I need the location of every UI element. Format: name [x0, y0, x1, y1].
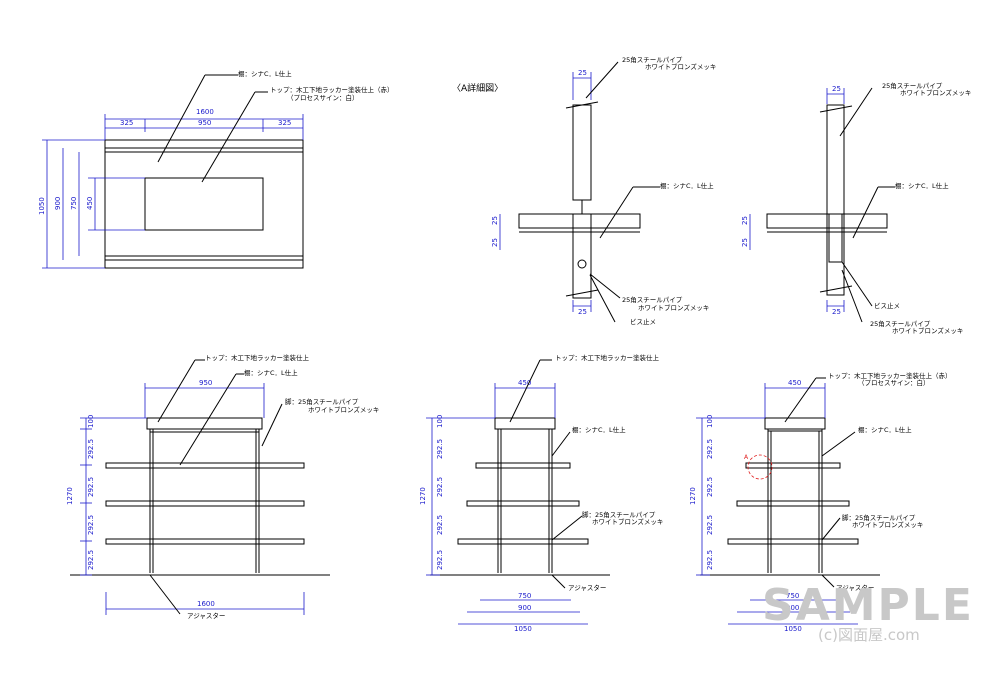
detail-a-left-dim-top: 25: [578, 69, 587, 77]
side-shelf-label: 棚：シナC．L仕上: [572, 425, 626, 434]
detail-a-right: 25 25 25 25 25角スチールパイプ ホワイトブロンズメッキ 棚：シナC…: [741, 81, 971, 335]
side-elevation: 1270 100 292.5 292.5 292.5 292.5 450 750…: [419, 353, 663, 633]
detail-b-screw-label: ビス止メ: [874, 301, 900, 310]
plan-top-label: トップ：木工下地ラッカー塗装仕上（赤）: [270, 85, 394, 94]
detail-a-marker: [747, 454, 773, 480]
detail-a-left-dim-rail: 25: [491, 238, 499, 247]
detail-b-bronze-bottom: ホワイトブロンズメッキ: [892, 326, 963, 335]
detail-side-dim-900: 900: [786, 604, 799, 612]
side-dim-750: 750: [518, 592, 531, 600]
side-dim-900: 900: [518, 604, 531, 612]
detail-b-bronze-top: ホワイトブロンズメッキ: [900, 88, 971, 97]
front-leg-label: 脚：25角スチールパイプ: [285, 397, 359, 406]
plan-dim-325-right: 325: [278, 119, 291, 127]
plan-sign-label: （プロセスサイン：白）: [287, 93, 359, 102]
detail-side-dim-2925-b: 292.5: [706, 477, 714, 497]
detail-a-right-dim-rail: 25: [741, 238, 749, 247]
sign-panel: [144, 177, 264, 231]
front-dim-2925-c: 292.5: [87, 515, 95, 535]
detail-a-left-dim-shelf: 25: [491, 216, 499, 225]
side-elevation-detail: A 1270 100 292.5 292.5 292.5 292.5 450 7…: [689, 371, 952, 633]
detail-a-bronze-bottom: ホワイトブロンズメッキ: [638, 303, 709, 312]
front-shelf-label: 棚：シナC．L仕上: [244, 368, 298, 377]
detail-side-top-label: トップ：木工下地ラッカー塗装仕上（赤）: [828, 371, 952, 380]
side-adjuster-label: アジャスター: [568, 583, 606, 592]
side-dim-2925-b: 292.5: [436, 477, 444, 497]
plan-view: 1600 325 950 325 1050 900 750 450 棚：シナC．…: [38, 69, 394, 269]
detail-b-pipe-bottom: 25角スチールパイプ: [870, 319, 931, 328]
front-dim-2925-a: 292.5: [87, 439, 95, 459]
detail-side-sign-label: （プロセスサイン：白）: [858, 378, 930, 387]
front-adjuster-label: アジャスター: [187, 611, 225, 620]
front-elevation: 1270 100 292.5 292.5 292.5 292.5 950 160…: [66, 353, 379, 620]
front-dim-950: 950: [199, 379, 212, 387]
detail-side-dim-100: 100: [706, 415, 714, 428]
detail-a-left: 25 25 25 25 25角スチールパイプ ホワイトブロンズメッキ 棚：シナC…: [491, 55, 716, 326]
side-dim-450: 450: [518, 379, 531, 387]
plan-shelf-label: 棚：シナC．L仕上: [238, 69, 292, 78]
detail-side-dim-2925-d: 292.5: [706, 550, 714, 570]
detail-a-pipe-top: 25角スチールパイプ: [622, 55, 683, 64]
detail-side-leg-bronze: ホワイトブロンズメッキ: [852, 520, 923, 529]
plan-dim-950: 950: [198, 119, 211, 127]
detail-a-shelf-label: 棚：シナC．L仕上: [660, 181, 714, 190]
side-dim-2925-a: 292.5: [436, 439, 444, 459]
watermark-sample: SAMPLE: [762, 580, 974, 631]
detail-side-dim-750: 750: [786, 592, 799, 600]
plan-dim-750: 750: [70, 197, 78, 210]
detail-side-dim-2925-c: 292.5: [706, 515, 714, 535]
front-dim-1600: 1600: [197, 600, 215, 608]
detail-a-left-dim-bottom: 25: [578, 308, 587, 316]
detail-side-leg-label: 脚：25角スチールパイプ: [842, 513, 916, 522]
watermark-copyright: (c)図面屋.com: [818, 626, 920, 644]
detail-side-adjuster-label: アジャスター: [836, 583, 874, 592]
plan-dim-325-left: 325: [120, 119, 133, 127]
detail-a-right-dim-bottom: 25: [832, 308, 841, 316]
front-dim-2925-d: 292.5: [87, 550, 95, 570]
side-dim-2925-d: 292.5: [436, 550, 444, 570]
detail-b-pipe-top: 25角スチールパイプ: [882, 81, 943, 90]
plan-dim-900: 900: [54, 197, 62, 210]
detail-a-screw-label: ビス止メ: [630, 317, 656, 326]
front-top-label: トップ：木工下地ラッカー塗装仕上: [205, 353, 310, 362]
front-dim-1270: 1270: [66, 487, 74, 505]
detail-title: 〈A詳細図〉: [452, 82, 503, 94]
side-dim-1270: 1270: [419, 487, 427, 505]
side-dim-100: 100: [436, 415, 444, 428]
side-leg-bronze: ホワイトブロンズメッキ: [592, 517, 663, 526]
detail-side-dim-450: 450: [788, 379, 801, 387]
detail-a-marker-letter: A: [744, 454, 749, 461]
detail-a-bronze-top: ホワイトブロンズメッキ: [645, 62, 716, 71]
side-leg-label: 脚：25角スチールパイプ: [582, 510, 656, 519]
detail-a-right-dim-shelf: 25: [741, 216, 749, 225]
side-top-label: トップ：木工下地ラッカー塗装仕上: [555, 353, 660, 362]
plan-dim-1600: 1600: [196, 108, 214, 116]
detail-side-shelf-label: 棚：シナC．L仕上: [858, 425, 912, 434]
front-leg-bronze: ホワイトブロンズメッキ: [308, 405, 379, 414]
detail-side-dim-2925-a: 292.5: [706, 439, 714, 459]
plan-dim-450: 450: [86, 197, 94, 210]
front-dim-2925-b: 292.5: [87, 477, 95, 497]
detail-a-right-dim-top: 25: [832, 85, 841, 93]
detail-b-shelf-label: 棚：シナC．L仕上: [895, 181, 949, 190]
detail-side-dim-1270: 1270: [689, 487, 697, 505]
side-dim-1050: 1050: [514, 625, 532, 633]
side-dim-2925-c: 292.5: [436, 515, 444, 535]
detail-a-pipe-bottom: 25角スチールパイプ: [622, 295, 683, 304]
plan-dim-1050: 1050: [38, 197, 46, 215]
front-dim-100: 100: [87, 415, 95, 428]
detail-side-dim-1050: 1050: [784, 625, 802, 633]
